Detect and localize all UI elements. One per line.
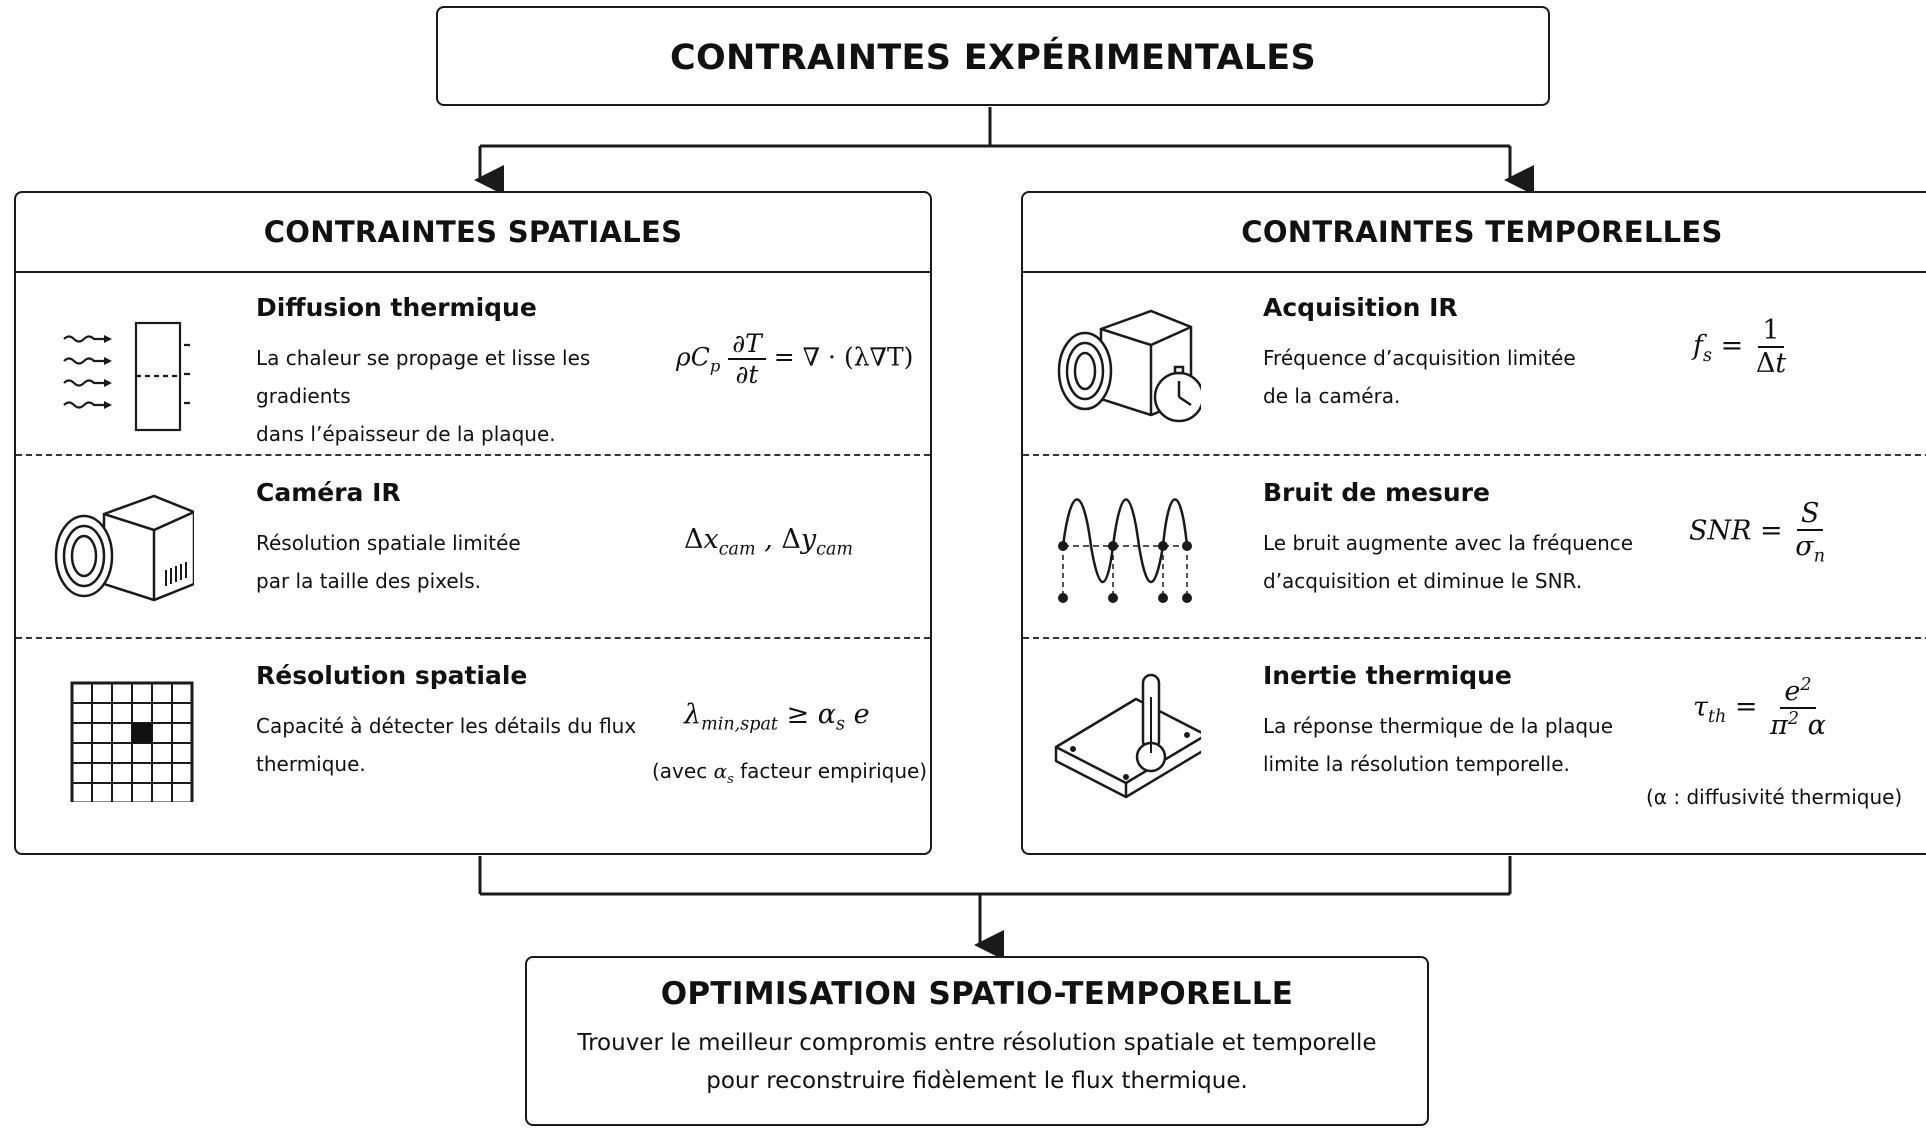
temporal-row-inertia: Inertie thermique La réponse thermique d… xyxy=(1023,637,1926,857)
row-title: Bruit de mesure xyxy=(1263,478,1490,507)
desc-line: Trouver le meilleur compromis entre réso… xyxy=(577,1030,1377,1056)
spatial-row-resolution: Résolution spatiale Capacité à détecter … xyxy=(16,637,930,857)
desc-line: La réponse thermique de la plaque xyxy=(1263,714,1614,738)
spatial-row-diffusion: Diffusion thermique La chaleur se propag… xyxy=(16,271,930,454)
desc-line: thermique. xyxy=(256,752,366,776)
row-description: La chaleur se propage et lisse les gradi… xyxy=(256,339,676,453)
row-title: Diffusion thermique xyxy=(256,293,537,322)
note-prefix: (avec xyxy=(652,759,714,783)
spatial-panel: CONTRAINTES SPATIALES Diffusion th xyxy=(14,191,932,855)
diffusivity-note: (α : diffusivité thermique) xyxy=(1646,785,1903,809)
desc-line: limite la résolution temporelle. xyxy=(1263,752,1570,776)
desc-line: dans l’épaisseur de la plaque. xyxy=(256,422,556,446)
desc-line: de la caméra. xyxy=(1263,384,1401,408)
row-description: Résolution spatiale limitée par la taill… xyxy=(256,524,676,600)
row-title: Caméra IR xyxy=(256,478,401,507)
row-description: La réponse thermique de la plaque limite… xyxy=(1263,707,1683,783)
bottom-title: OPTIMISATION SPATIO-TEMPORELLE xyxy=(660,976,1294,1012)
pixel-grid-icon xyxy=(70,681,194,802)
spatial-panel-title: CONTRAINTES SPATIALES xyxy=(16,193,930,273)
note-suffix: facteur empirique) xyxy=(733,759,928,783)
empirical-factor-note: (avec αs facteur empirique) xyxy=(652,759,928,787)
desc-line: La chaleur se propage et lisse les gradi… xyxy=(256,346,591,408)
row-description: Le bruit augmente avec la fréquence d’ac… xyxy=(1263,524,1683,600)
temporal-panel-title: CONTRAINTES TEMPORELLES xyxy=(1023,193,1926,273)
sampled-wave-icon xyxy=(1058,498,1192,603)
camera-icon xyxy=(54,494,194,602)
bottom-box: OPTIMISATION SPATIO-TEMPORELLE Trouver l… xyxy=(525,956,1429,1126)
desc-line: Résolution spatiale limitée xyxy=(256,531,521,555)
heat-diffusion-plate-icon xyxy=(63,321,194,432)
top-title: CONTRAINTES EXPÉRIMENTALES xyxy=(669,38,1317,78)
temporal-row-acquisition: Acquisition IR Fréquence d’acquisition l… xyxy=(1023,271,1926,454)
desc-line: Fréquence d’acquisition limitée xyxy=(1263,346,1576,370)
bottom-description: Trouver le meilleur compromis entre réso… xyxy=(527,1024,1427,1100)
desc-line: Le bruit augmente avec la fréquence xyxy=(1263,531,1634,555)
desc-line: par la taille des pixels. xyxy=(256,569,482,593)
row-title: Acquisition IR xyxy=(1263,293,1458,322)
spatial-row-camera: Caméra IR Résolution spatiale limitée pa… xyxy=(16,454,930,639)
heat-equation-formula: ρCp ∂T∂t = ∇ · (λ∇T) xyxy=(676,329,914,389)
desc-line: Capacité à détecter les détails du flux xyxy=(256,714,637,738)
row-description: Fréquence d’acquisition limitée de la ca… xyxy=(1263,339,1683,415)
plate-thermometer-icon xyxy=(1054,673,1201,799)
temporal-panel: CONTRAINTES TEMPORELLES Acquisition IR F… xyxy=(1021,191,1926,855)
row-title: Résolution spatiale xyxy=(256,661,528,690)
desc-line: d’acquisition et diminue le SNR. xyxy=(1263,569,1583,593)
desc-line: pour reconstruire fidèlement le flux the… xyxy=(706,1068,1248,1094)
resolution-formula: λmin,spat ≥ αs e xyxy=(684,699,870,735)
top-box: CONTRAINTES EXPÉRIMENTALES xyxy=(436,6,1550,106)
camera-timer-icon xyxy=(1057,309,1201,423)
temporal-row-noise: Bruit de mesure Le bruit augmente avec l… xyxy=(1023,454,1926,639)
row-title: Inertie thermique xyxy=(1263,661,1512,690)
pixel-size-formula: Δxcam , Δycam xyxy=(684,524,854,560)
row-description: Capacité à détecter les détails du flux … xyxy=(256,707,676,783)
